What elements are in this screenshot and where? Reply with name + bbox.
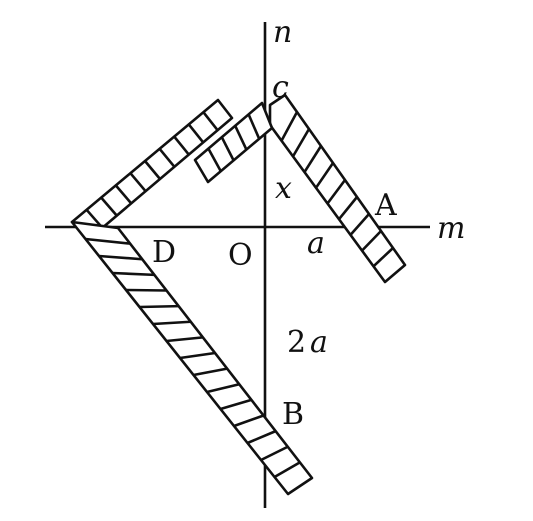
hatch-mark [247, 113, 261, 140]
hatch-mark [112, 271, 155, 277]
hatch-mark [100, 196, 118, 217]
label-D: D [152, 235, 176, 270]
hatch-mark [260, 445, 289, 462]
hatch-mark [234, 125, 248, 151]
label-m: m [437, 211, 465, 246]
label-O: O [228, 238, 253, 273]
hatch-mark [372, 247, 394, 268]
hatch-mark [337, 196, 359, 221]
hatch-mark [98, 254, 143, 261]
hatch-mark [152, 320, 191, 326]
hatch-mark [220, 398, 252, 411]
hatch-mark [273, 461, 301, 479]
rod-c-left [193, 101, 274, 184]
hatch-mark [173, 135, 190, 156]
label-2a-number: 2 [287, 325, 306, 360]
rod-DB [70, 220, 314, 496]
rod-D-up [70, 98, 234, 242]
label-n: n [273, 15, 292, 50]
hatch-mark [326, 179, 347, 205]
hatch-mark [85, 237, 131, 245]
hatch-mark [202, 111, 219, 132]
label-B: B [282, 397, 304, 432]
label-x: x [275, 171, 292, 206]
hatch-mark [206, 382, 240, 394]
hatch-mark [233, 414, 264, 428]
hatch-mark [129, 172, 147, 193]
hatch-mark [187, 123, 205, 144]
hatch-mark [144, 160, 161, 180]
hatch-mark [314, 162, 335, 189]
label-a-small: a [307, 226, 325, 261]
label-c: c [272, 70, 289, 105]
hatch-mark [114, 184, 133, 205]
hatch-mark [207, 147, 222, 172]
hatch-mark [220, 136, 235, 161]
hatch-mark [303, 145, 323, 173]
hatch-mark [125, 288, 167, 292]
hatch-mark [291, 128, 311, 158]
hatch-mark [139, 304, 179, 309]
hatch-mark [166, 336, 204, 343]
label-2a-variable: a [310, 325, 328, 360]
label-A: A [374, 188, 397, 223]
hatch-mark [280, 111, 299, 142]
hatch-mark [193, 367, 228, 377]
hatch-mark [361, 230, 382, 252]
hatch-mark [349, 213, 370, 236]
hatch-mark [158, 147, 176, 168]
hatch-mark [246, 429, 277, 445]
hatch-mark [179, 351, 216, 360]
